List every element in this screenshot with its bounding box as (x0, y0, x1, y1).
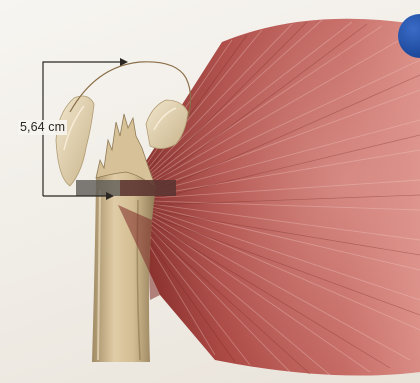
deltoid-muscle (118, 19, 420, 376)
measurement-label: 5,64 cm (18, 120, 67, 135)
fixation-plate-muscle-overlap (120, 180, 176, 196)
fracture-fragment-left (56, 96, 94, 186)
